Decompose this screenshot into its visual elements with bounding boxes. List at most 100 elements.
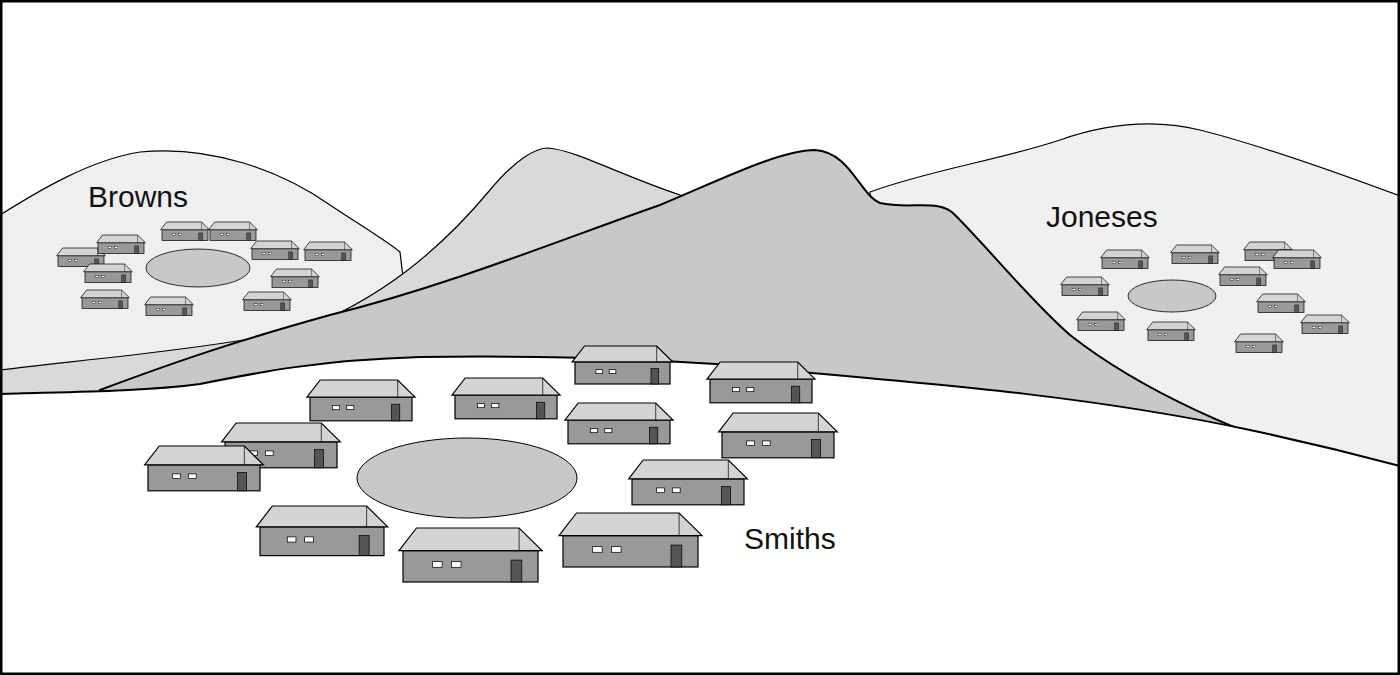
house-door bbox=[537, 402, 545, 419]
house-roof bbox=[1171, 245, 1220, 253]
house bbox=[452, 378, 560, 419]
house-door bbox=[135, 246, 139, 253]
houses bbox=[57, 222, 1350, 582]
house-roof bbox=[251, 241, 300, 249]
house-roof bbox=[559, 513, 702, 536]
house bbox=[209, 222, 258, 240]
house-window bbox=[605, 428, 612, 432]
house-roof bbox=[1061, 277, 1110, 285]
house bbox=[629, 460, 748, 505]
house-gable bbox=[291, 241, 292, 249]
plain bbox=[0, 357, 1400, 675]
house-gable bbox=[1297, 294, 1298, 302]
house-roof bbox=[399, 528, 542, 551]
house-wall bbox=[1302, 323, 1348, 334]
house-window bbox=[612, 547, 621, 553]
house-window bbox=[163, 308, 166, 310]
house-wall bbox=[272, 277, 318, 288]
house-wall bbox=[710, 379, 812, 403]
house-gable bbox=[1117, 312, 1118, 320]
house-window bbox=[1182, 256, 1185, 258]
house-gable bbox=[656, 346, 657, 362]
house-door bbox=[1273, 345, 1277, 352]
house-door bbox=[1339, 326, 1343, 333]
house-roof bbox=[271, 269, 320, 277]
house-gable bbox=[1284, 242, 1285, 250]
house-window bbox=[1189, 256, 1192, 258]
house-door bbox=[812, 440, 821, 458]
house-window bbox=[220, 233, 223, 235]
house-window bbox=[188, 474, 196, 479]
house-roof bbox=[304, 242, 353, 250]
house-roof bbox=[719, 413, 838, 432]
house-roof bbox=[222, 423, 341, 442]
house-window bbox=[75, 259, 78, 261]
house bbox=[1219, 267, 1268, 285]
house-roof bbox=[1101, 250, 1150, 258]
house-gable bbox=[1313, 250, 1314, 258]
house-window bbox=[672, 488, 680, 493]
house-gable bbox=[519, 528, 520, 551]
house bbox=[145, 297, 194, 315]
house-window bbox=[747, 387, 754, 391]
house-roof bbox=[243, 292, 292, 300]
house-window bbox=[596, 370, 603, 374]
house-gable bbox=[137, 235, 138, 243]
house-window bbox=[1284, 261, 1287, 263]
house-door bbox=[309, 280, 313, 287]
house-window bbox=[261, 303, 264, 305]
house bbox=[243, 292, 292, 310]
house-gable bbox=[366, 506, 367, 527]
house-door bbox=[289, 252, 293, 259]
house-window bbox=[732, 387, 739, 391]
house-roof bbox=[81, 290, 130, 298]
house-window bbox=[593, 547, 602, 553]
house-wall bbox=[1062, 285, 1108, 296]
house-roof bbox=[307, 380, 415, 397]
village-label: Joneses bbox=[1046, 200, 1158, 233]
house-gable bbox=[249, 222, 250, 230]
house-window bbox=[747, 441, 755, 446]
house-gable bbox=[244, 446, 245, 465]
house bbox=[81, 290, 130, 308]
house-wall bbox=[1078, 320, 1124, 331]
house bbox=[1257, 294, 1306, 312]
house-door bbox=[183, 308, 187, 315]
house-roof bbox=[629, 460, 748, 479]
house-window bbox=[1158, 333, 1161, 335]
house-window bbox=[1119, 261, 1122, 263]
house-roof bbox=[256, 506, 387, 527]
house-roof bbox=[1257, 294, 1306, 302]
house-gable bbox=[344, 242, 345, 250]
house-window bbox=[1095, 323, 1098, 325]
house-gable bbox=[679, 513, 680, 536]
house-roof bbox=[1244, 242, 1293, 250]
house-window bbox=[99, 301, 102, 303]
house-door bbox=[1295, 305, 1299, 312]
house-door bbox=[1099, 288, 1103, 295]
house-window bbox=[227, 233, 230, 235]
house bbox=[719, 413, 838, 458]
joneses-commons bbox=[1128, 280, 1216, 312]
house-wall bbox=[575, 362, 670, 384]
house-wall bbox=[244, 300, 290, 311]
house-door bbox=[722, 487, 731, 505]
house-window bbox=[1237, 278, 1240, 280]
house-wall bbox=[162, 230, 208, 241]
house-door bbox=[199, 233, 203, 240]
house-window bbox=[173, 474, 181, 479]
house bbox=[97, 235, 146, 253]
house-door bbox=[359, 535, 369, 555]
house-wall bbox=[260, 527, 384, 556]
house-gable bbox=[1187, 322, 1188, 330]
village-label: Smiths bbox=[744, 522, 836, 555]
house-gable bbox=[124, 264, 125, 272]
house-window bbox=[1079, 288, 1082, 290]
house-wall bbox=[82, 298, 128, 309]
house bbox=[271, 269, 320, 287]
house-door bbox=[122, 275, 126, 282]
house-window bbox=[590, 428, 597, 432]
house-window bbox=[289, 280, 292, 282]
